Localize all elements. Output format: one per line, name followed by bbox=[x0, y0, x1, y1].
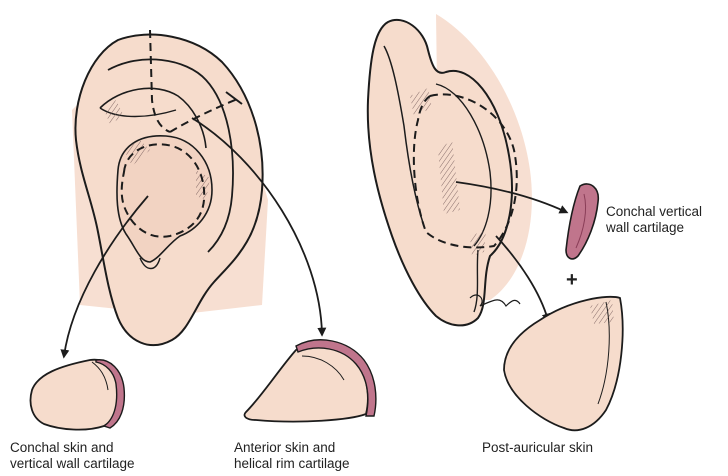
label-postauricular-graft-line1: Post-auricular skin bbox=[482, 440, 593, 456]
conchal-graft bbox=[31, 360, 125, 430]
label-conchal-cartilage-line2: wall cartilage bbox=[606, 220, 702, 236]
postauricular-graft bbox=[504, 297, 623, 430]
plus-sign: + bbox=[566, 272, 578, 288]
label-conchal-cartilage-line1: Conchal vertical bbox=[606, 204, 702, 220]
right-ear-posterior bbox=[368, 14, 566, 325]
label-conchal-graft: Conchal skin and vertical wall cartilage bbox=[10, 440, 135, 472]
label-postauricular-graft: Post-auricular skin bbox=[482, 440, 593, 456]
label-anterior-graft: Anterior skin and helical rim cartilage bbox=[234, 440, 350, 472]
label-conchal-graft-line1: Conchal skin and bbox=[10, 440, 135, 456]
left-ear-anterior bbox=[64, 30, 322, 356]
label-anterior-graft-line1: Anterior skin and bbox=[234, 440, 350, 456]
conchal-cartilage-piece bbox=[566, 184, 598, 259]
anterior-graft bbox=[244, 340, 375, 422]
label-anterior-graft-line2: helical rim cartilage bbox=[234, 456, 350, 472]
label-conchal-cartilage: Conchal vertical wall cartilage bbox=[606, 204, 702, 236]
label-conchal-graft-line2: vertical wall cartilage bbox=[10, 456, 135, 472]
